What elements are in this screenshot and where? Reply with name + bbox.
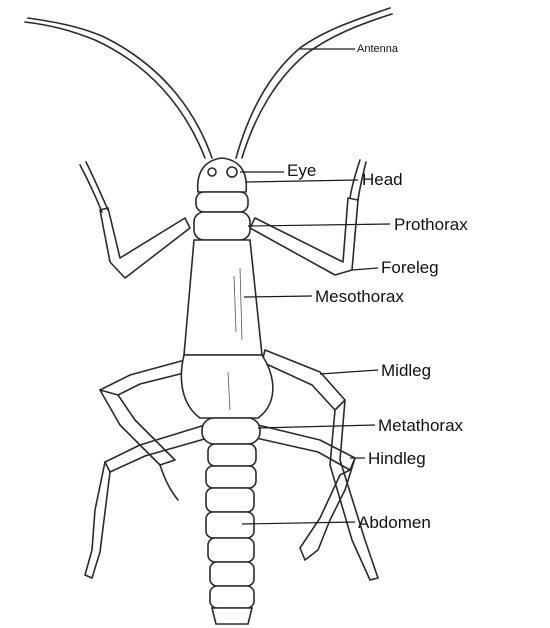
eye-shape — [227, 167, 237, 177]
abdomen-shape — [206, 512, 254, 538]
head-shape — [198, 158, 247, 192]
metathorax-shape — [202, 418, 260, 444]
label-antenna: Antenna — [357, 43, 399, 55]
labels: Antenna Eye Head Prothorax Foreleg Mesot… — [287, 43, 468, 532]
prothorax-shape — [194, 212, 250, 240]
label-mesothorax: Mesothorax — [315, 287, 404, 306]
label-metathorax: Metathorax — [378, 416, 464, 435]
label-midleg: Midleg — [381, 361, 431, 380]
insect-body — [181, 158, 272, 624]
label-hindleg: Hindleg — [368, 449, 426, 468]
label-abdomen: Abdomen — [358, 513, 431, 532]
label-prothorax: Prothorax — [394, 215, 468, 234]
label-head: Head — [362, 170, 403, 189]
label-foreleg: Foreleg — [381, 258, 439, 277]
antennae — [25, 8, 392, 158]
label-eye: Eye — [287, 161, 316, 180]
